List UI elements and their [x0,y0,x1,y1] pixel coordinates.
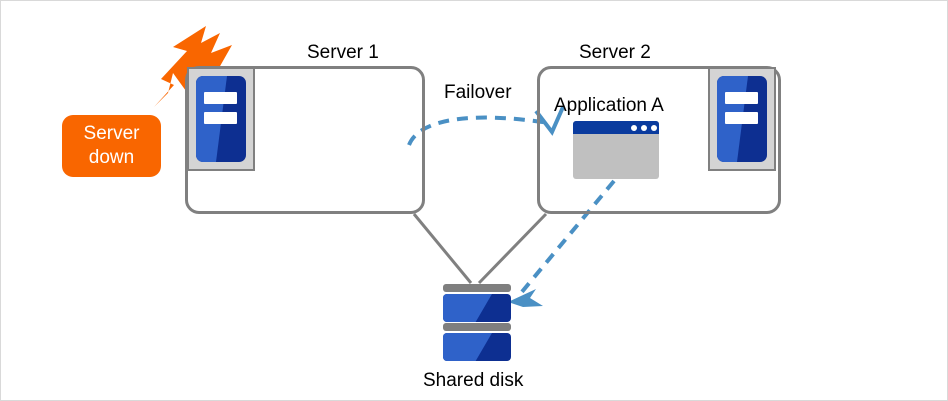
application-label: Application A [554,95,664,116]
application-window-dot-3 [651,125,657,131]
server-down-badge-line2: down [88,147,135,168]
disk-access-arrow-head [508,289,543,307]
server1-slot-top [204,92,237,104]
server2-tower [717,76,767,162]
server2-title: Server 2 [579,42,651,63]
server1-machine-icon [187,67,255,171]
server-down-badge: Server down [62,115,161,177]
disk-bottom-body [443,333,511,361]
server1-box [185,66,425,214]
server1-slot-bottom [204,112,237,124]
shared-disk-label: Shared disk [423,370,524,391]
failover-arrow-head [534,106,565,136]
shared-disk-unit-top [443,284,511,322]
server2-machine-icon [708,67,776,171]
shared-disk-unit-bottom [443,323,511,361]
application-window-titlebar [573,121,659,134]
application-window-dot-2 [641,125,647,131]
failover-arrow-path [407,115,550,146]
server2-slot-bottom [725,112,758,124]
server2-to-disk-link [477,212,548,285]
failover-label: Failover [444,82,512,103]
server2-box [537,66,781,214]
server1-tower [196,76,246,162]
application-window-dot-1 [631,125,637,131]
server1-title: Server 1 [307,42,379,63]
disk-bottom-cap [443,323,511,331]
disk-access-arrow-path [519,179,616,295]
application-window-icon [573,121,659,179]
server2-slot-top [725,92,758,104]
server1-to-disk-link [412,213,473,284]
server-down-badge-line1: Server [83,122,140,144]
disk-top-body [443,294,511,322]
disk-top-cap [443,284,511,292]
